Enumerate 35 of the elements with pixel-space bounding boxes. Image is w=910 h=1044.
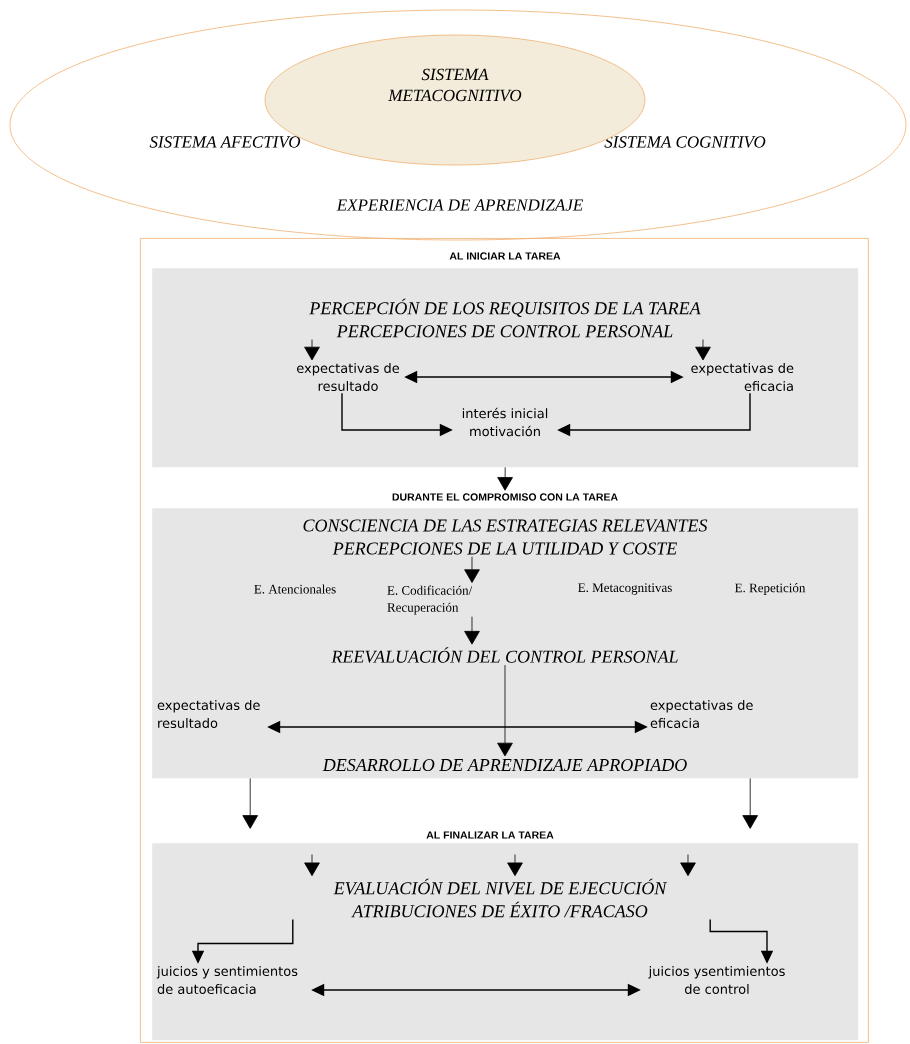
arrow (304, 339, 320, 361)
ellipse-label: SISTEMA COGNITIVO (604, 136, 766, 148)
arrow (507, 854, 523, 877)
label-text: expectativas de resultado (157, 699, 260, 729)
section-heading: AL FINALIZAR LA TAREA (426, 831, 554, 839)
label-text: expectativas de eficacia (650, 699, 753, 729)
arrow (242, 778, 258, 829)
heading-text: PERCEPCIÓN DE LOS REQUISITOS DE LA TAREA PERCEPCIONES DE CONTROL PERSONAL (309, 298, 701, 338)
label-text: expectativas de resultado (297, 362, 400, 392)
heading-text: REEVALUACIÓN DEL CONTROL PERSONAL (331, 647, 678, 663)
arrow (304, 854, 320, 877)
heading-text: DESARROLLO DE APRENDIZAJE APROPIADO (322, 758, 687, 772)
heading-text: EVALUACIÓN DEL NIVEL DE EJECUCIÓN ATRIBUCIONES DE ÉXITO /FRACASO (333, 878, 668, 918)
strategy-label: E. Atencionales (254, 584, 336, 594)
strategy-label: E. Codificación/ Recuperación (387, 585, 473, 615)
arrow (497, 467, 513, 491)
arrow (497, 664, 513, 757)
arrow (695, 339, 711, 361)
heading-text: CONSCIENCIA DE LAS ESTRATEGIAS RELEVANTES PERCEPCIONES DE LA UTILIDAD Y COSTE (303, 519, 708, 555)
arrow (464, 616, 480, 645)
section-heading: DURANTE EL COMPROMISO CON LA TAREA (392, 493, 618, 501)
ellipse-label: SISTEMA METACOGNITIVO (388, 68, 522, 102)
section-heading: AL INICIAR LA TAREA (449, 252, 561, 260)
frame (140, 238, 869, 1043)
label-text: expectativas de eficacia (691, 362, 794, 392)
arrow (464, 556, 480, 583)
label-text: juicios ysentimientos de control (648, 965, 785, 995)
ellipse-label: SISTEMA AFECTIVO (149, 136, 301, 148)
label-text: interés inicial motivación (462, 407, 548, 437)
label-text: juicios y sentimientos de autoeficacia (156, 965, 298, 995)
arrow (680, 854, 696, 877)
strategy-label: E. Repetición (735, 583, 806, 595)
strategy-label: E. Metacognitivas (578, 583, 672, 595)
arrow (742, 778, 758, 829)
ellipse-label: EXPERIENCIA DE APRENDIZAJE (336, 199, 583, 211)
